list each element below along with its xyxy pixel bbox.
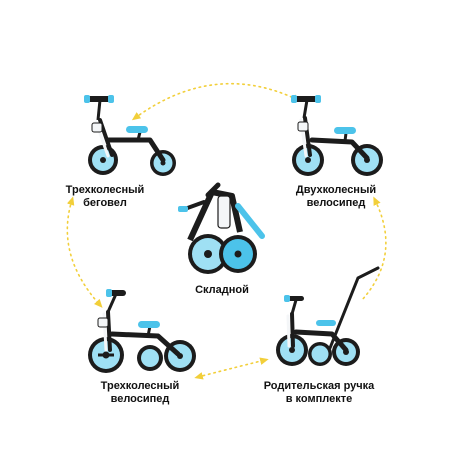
caption-three-wheel-balance: Трехколесный беговел: [58, 184, 152, 210]
caption-three-wheel-bike: Трехколесный велосипед: [90, 380, 190, 406]
caption-line-1: Складной: [195, 284, 249, 296]
caption-parent-handle: Родительская ручка в комплекте: [250, 380, 388, 406]
dotted-arrow-right: [361, 196, 387, 301]
three-wheel-pedal-bike-image: [88, 289, 196, 373]
caption-line-2: велосипед: [110, 393, 170, 405]
caption-line-2: беговел: [83, 197, 127, 209]
caption-folded: Складной: [180, 284, 264, 297]
caption-line-1: Трехколесный: [65, 184, 145, 196]
folded-bike-image: [178, 182, 265, 274]
caption-line-1: Двухколесный: [295, 184, 377, 196]
dotted-arrow-top: [131, 82, 302, 121]
caption-line-1: Трехколесный: [100, 380, 180, 392]
caption-two-wheel-bike: Двухколесный велосипед: [288, 184, 384, 210]
caption-line-2: в комплекте: [285, 393, 353, 405]
three-wheel-balance-bike-image: [84, 95, 176, 176]
caption-line-1: Родительская ручка: [263, 380, 375, 392]
dotted-arrow-left: [66, 196, 103, 308]
dotted-arrow-bottom: [194, 357, 269, 380]
parent-handle-bike-image: [276, 266, 380, 366]
two-wheel-bike-image: [291, 95, 383, 176]
caption-line-2: велосипед: [306, 197, 366, 209]
